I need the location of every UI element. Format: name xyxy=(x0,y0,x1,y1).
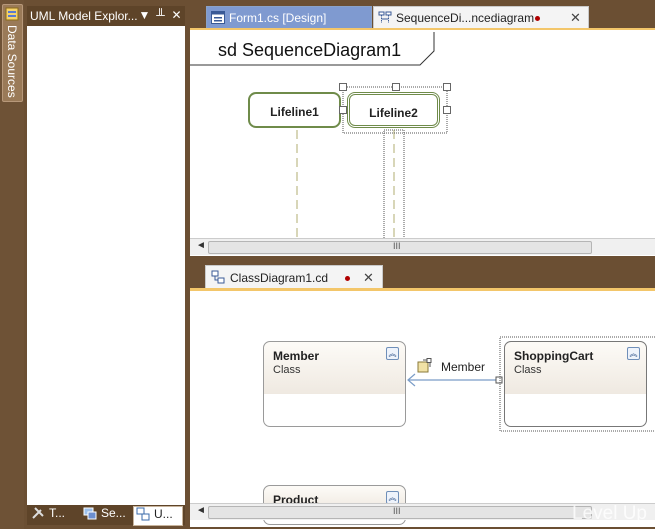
tab-form1-label: Form1.cs [Design] xyxy=(229,11,327,25)
tab-sequence-diagram[interactable]: SequenceDi...ncediagram ✕ xyxy=(373,6,589,29)
data-sources-label: Data Sources xyxy=(5,25,19,98)
class-name: ShoppingCart xyxy=(514,349,594,363)
property-icon xyxy=(417,358,432,373)
tab-server-explorer[interactable]: Se... xyxy=(83,506,126,524)
sequence-horizontal-scrollbar[interactable]: ◄ III xyxy=(190,238,655,255)
class-kind: Class xyxy=(514,364,542,376)
form-designer-icon xyxy=(211,11,225,24)
close-icon[interactable]: ✕ xyxy=(171,8,182,22)
resize-handle[interactable] xyxy=(339,83,347,91)
close-tab-icon[interactable]: ✕ xyxy=(570,10,581,25)
tab-sequence-label: SequenceDi...ncediagram xyxy=(396,11,535,25)
sequence-diagram-canvas[interactable]: sd SequenceDiagram1 Lifeline1 Lifeline2 … xyxy=(190,28,655,256)
class-name: Member xyxy=(273,349,320,363)
tab-toolbox-label: T... xyxy=(49,506,66,520)
class-horizontal-scrollbar[interactable]: ◄ III xyxy=(190,503,655,520)
collapse-chevron-icon[interactable]: ︽ xyxy=(386,347,399,360)
scrollbar-thumb[interactable]: III xyxy=(208,506,592,519)
data-sources-tab[interactable]: Data Sources xyxy=(2,4,23,102)
sequence-frame-title: sd SequenceDiagram1 xyxy=(218,40,402,60)
frame-label-outline xyxy=(190,32,435,66)
tab-class-diagram-label: ClassDiagram1.cd xyxy=(230,271,329,285)
modified-indicator-icon xyxy=(535,16,540,21)
selection-outline xyxy=(499,336,655,432)
class-diagram-canvas[interactable]: Member Class ︽ Member ShoppingCart Class… xyxy=(190,288,655,527)
lifeline-2[interactable]: Lifeline2 xyxy=(347,92,440,128)
selection-outline xyxy=(342,86,448,134)
server-explorer-icon xyxy=(83,507,97,520)
resize-handle[interactable] xyxy=(443,83,451,91)
modified-indicator-icon xyxy=(345,276,350,281)
association-label: Member xyxy=(441,360,486,374)
pin-icon[interactable]: ╨ xyxy=(156,8,165,22)
uml-explorer-icon xyxy=(136,507,150,521)
close-tab-icon[interactable]: ✕ xyxy=(363,270,374,285)
lifeline-1[interactable]: Lifeline1 xyxy=(248,92,341,128)
dropdown-icon[interactable]: ▼ xyxy=(138,8,151,22)
watermark: Level Up xyxy=(572,503,647,524)
class-diagram-icon xyxy=(211,270,225,284)
lifeline-lines xyxy=(296,129,405,240)
tab-form1-design[interactable]: Form1.cs [Design] xyxy=(206,6,372,29)
tab-uml-explorer-label: U... xyxy=(154,507,173,521)
side-strip: Data Sources xyxy=(0,0,24,529)
tab-class-diagram[interactable]: ClassDiagram1.cd ✕ xyxy=(205,265,383,289)
tab-server-explorer-label: Se... xyxy=(101,506,126,520)
scroll-left-icon[interactable]: ◄ xyxy=(196,240,206,251)
class-diagram-tab-strip: ClassDiagram1.cd ✕ xyxy=(190,264,655,289)
scroll-grip-icon: III xyxy=(393,506,401,516)
class-kind: Class xyxy=(273,364,301,376)
association-connector[interactable] xyxy=(405,371,505,387)
sequence-diagram-icon xyxy=(378,11,392,23)
explorer-tree[interactable] xyxy=(27,26,185,505)
class-shape-shoppingcart[interactable]: ShoppingCart Class ︽ xyxy=(504,341,647,427)
scroll-left-icon[interactable]: ◄ xyxy=(196,505,206,516)
tab-toolbox[interactable]: T... xyxy=(31,506,65,524)
tab-uml-explorer[interactable]: U... xyxy=(133,506,183,526)
resize-handle[interactable] xyxy=(339,106,347,114)
collapse-chevron-icon[interactable]: ︽ xyxy=(627,347,640,360)
panel-title: UML Model Explor... xyxy=(30,9,138,23)
panel-title-bar: UML Model Explor... ▼ ╨ ✕ xyxy=(27,6,185,26)
uml-model-explorer-panel: UML Model Explor... ▼ ╨ ✕ T... Se... U..… xyxy=(27,6,185,526)
sequence-frame-label[interactable]: sd SequenceDiagram1 xyxy=(190,32,435,66)
document-tab-strip: Form1.cs [Design] SequenceDi...ncediagra… xyxy=(190,6,655,29)
toolbox-icon xyxy=(32,507,44,519)
data-sources-icon xyxy=(5,7,19,21)
resize-handle[interactable] xyxy=(443,106,451,114)
class-shape-member[interactable]: Member Class ︽ xyxy=(263,341,406,427)
scrollbar-thumb[interactable]: III xyxy=(208,241,592,254)
scroll-grip-icon: III xyxy=(393,241,401,251)
resize-handle[interactable] xyxy=(392,83,400,91)
panel-tab-strip: T... Se... U... xyxy=(27,505,185,526)
